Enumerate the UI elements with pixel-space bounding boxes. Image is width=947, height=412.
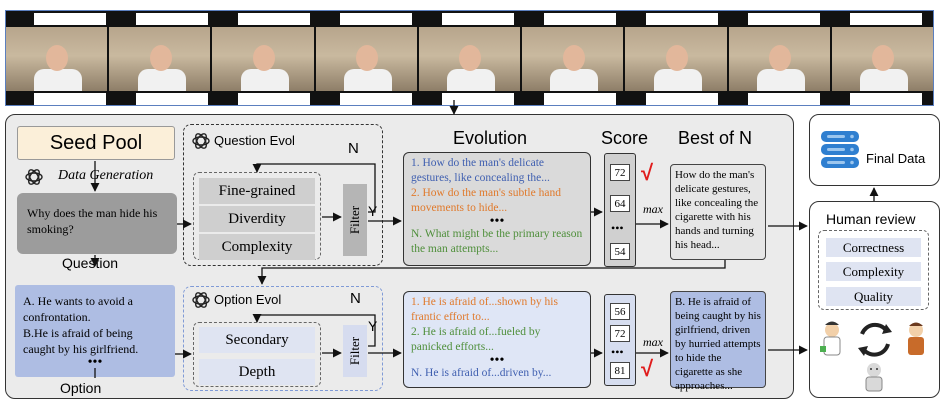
final-data-label: Final Data — [866, 151, 926, 166]
best-question-check-icon: √ — [641, 160, 654, 185]
question-evol-group — [183, 124, 383, 266]
video-frame — [522, 27, 624, 91]
criterion-correctness: Correctness — [826, 238, 921, 257]
video-frame — [6, 27, 108, 91]
evolution-header: Evolution — [453, 128, 528, 148]
score-o-2: 72 — [610, 325, 630, 342]
database-icon — [818, 128, 864, 172]
seed-pool-box: Seed Pool — [17, 126, 175, 160]
question-box: Why does the man hide his smoking? — [17, 193, 177, 254]
method-complexity: Complexity — [199, 234, 315, 260]
method-fine-grained: Fine-grained — [199, 178, 315, 204]
option-filter: Filter — [343, 325, 367, 377]
video-frame — [109, 27, 211, 91]
option-ellipsis: ••• — [87, 355, 103, 370]
option-evol-group — [183, 286, 383, 391]
best-option-check-icon: √ — [641, 356, 654, 381]
evolved-option-1: 1. He is afraid of...shown by his franti… — [411, 296, 558, 323]
human-review-title: Human review — [826, 211, 916, 227]
openai-logo-icon — [24, 167, 44, 187]
film-perforations-bottom — [6, 93, 933, 105]
criterion-quality: Quality — [826, 287, 921, 306]
score-o-1: 56 — [610, 303, 630, 320]
option-evol-title: Option Evol — [214, 292, 282, 307]
question-evol-title: Question Evol — [214, 133, 295, 148]
evolved-question-1: 1. How do the man's delicate gestures, l… — [411, 157, 550, 184]
score-q-n: 54 — [610, 243, 630, 260]
evolved-option-2: 2. He is afraid of...fueled by panicked … — [411, 326, 541, 353]
review-criteria — [818, 230, 929, 310]
method-diversity: Diverdity — [199, 206, 315, 232]
video-frame — [728, 27, 830, 91]
question-evol-n-label: N — [348, 140, 359, 157]
openai-logo-icon — [191, 131, 211, 151]
score-o-n: 81 — [610, 362, 630, 379]
evolved-question-ellipsis: ••• — [489, 214, 505, 229]
score-o-ellipsis: ••• — [611, 345, 624, 359]
evolved-option-n: N. He is afraid of...driven by... — [411, 367, 552, 379]
best-option-box: B. He is afraid of being caught by his g… — [670, 291, 766, 392]
evolved-question-2: 2. How do the man's subtle hand movement… — [411, 187, 561, 214]
evolved-question-n: N. What might be the primary reason the … — [411, 228, 583, 255]
best-of-n-header: Best of N — [678, 128, 753, 148]
final-data-panel — [809, 114, 940, 186]
human-review-panel — [809, 201, 940, 398]
openai-logo-icon — [191, 290, 211, 310]
question-filter: Filter — [343, 184, 367, 256]
video-frames — [6, 27, 933, 91]
video-film-strip — [5, 10, 934, 106]
method-secondary: Secondary — [199, 327, 315, 353]
score-q-1: 72 — [610, 164, 630, 181]
option-evol-y-label: Y — [368, 318, 378, 334]
option-box: A. He wants to avoid a confrontation. B.… — [15, 285, 175, 377]
video-frame — [831, 27, 933, 91]
method-depth: Depth — [199, 359, 315, 385]
option-label: Option — [60, 380, 102, 396]
question-evol-y-label: Y — [368, 203, 378, 219]
max-label-option: max — [643, 335, 663, 349]
evolved-option-ellipsis: ••• — [489, 353, 505, 368]
option-b-text: B.He is afraid of being caught by his gi… — [23, 326, 139, 356]
best-question-box: How do the man's delicate gestures, like… — [670, 164, 766, 260]
reviewers-cycle-icon — [818, 316, 933, 394]
option-evol-n-label: N — [350, 290, 361, 307]
video-frame — [315, 27, 417, 91]
video-frame — [625, 27, 727, 91]
video-frame — [418, 27, 521, 91]
data-generation-label: Data Generation — [58, 168, 154, 183]
max-label-question: max — [643, 202, 663, 216]
option-a-text: A. He wants to avoid a confrontation. — [23, 294, 133, 324]
question-label: Question — [62, 255, 119, 271]
video-frame — [212, 27, 314, 91]
film-perforations-top — [6, 13, 933, 25]
evolved-options-box: 1. He is afraid of...shown by his franti… — [403, 291, 591, 388]
score-q-ellipsis: ••• — [611, 221, 624, 235]
evolved-questions-box: 1. How do the man's delicate gestures, l… — [403, 152, 591, 266]
score-header: Score — [601, 128, 649, 148]
criterion-complexity: Complexity — [826, 262, 921, 281]
score-q-2: 64 — [610, 195, 630, 212]
